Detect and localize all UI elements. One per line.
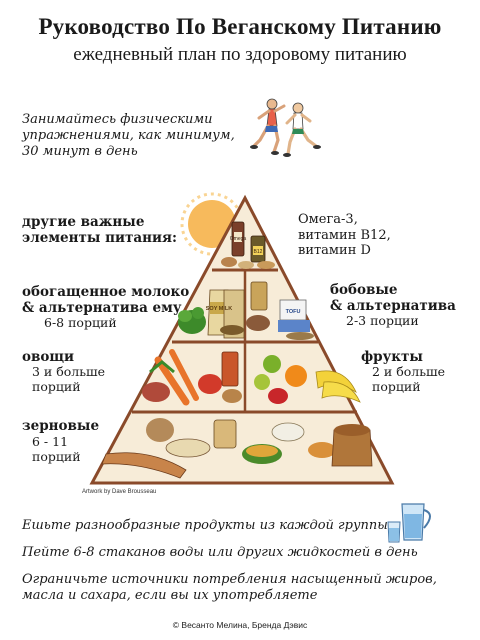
b12-bottle-label: B12 <box>254 249 263 255</box>
milk-portion: 6-8 порций <box>44 315 117 330</box>
page-subtitle: ежедневный план по здоровому питанию <box>73 44 407 65</box>
fruits-portion: 2 и больше порций <box>372 364 445 394</box>
other-nutrients-details: Омега-3, витамин B12, витамин D <box>298 212 391 259</box>
exercise-line: Занимайтесь физическими <box>22 112 213 127</box>
grains-portion: 6 - 11 порций <box>32 434 81 464</box>
tip-water: Пейте 6-8 стаканов воды или других жидко… <box>22 545 418 560</box>
food-pyramid: Omega B12 SOY MILK TOFU <box>82 192 395 495</box>
exercise-note: Занимайтесь физическими упражнениями, ка… <box>22 112 235 160</box>
soy-milk-label: SOY MILK <box>206 306 233 312</box>
legumes-illustration <box>246 281 314 340</box>
fruits-label: фрукты <box>361 349 423 365</box>
supplements-illustration <box>221 221 275 269</box>
fruits-illustration <box>254 355 361 404</box>
vegetables-illustration <box>142 349 242 406</box>
exercise-line: упражнениями, как минимум, <box>22 128 235 143</box>
runners-icon <box>250 98 321 157</box>
vegetables-label: овощи <box>22 349 75 365</box>
label-line: обогащенное молоко <box>22 284 190 300</box>
label-line: & альтернатива ему <box>22 300 182 316</box>
label-line: бобовые <box>330 282 398 298</box>
tip-variety: Ешьте разнообразные продукты из каждой г… <box>22 518 388 533</box>
copyright: © Весанто Мелина, Бренда Дэвис <box>172 620 308 630</box>
label-line: & альтернатива <box>330 298 456 314</box>
milk-label: обогащенное молоко & альтернатива ему <box>22 284 189 316</box>
exercise-line: 30 минут в день <box>22 144 138 159</box>
other-nutrients-label: другие важные элементы питания: <box>22 214 177 246</box>
legumes-label: бобовые & альтернатива <box>330 282 456 314</box>
grains-illustration <box>101 418 373 479</box>
detail-line: витамин B12, <box>298 227 391 243</box>
milk-illustration <box>178 289 245 339</box>
tip-limit-fats: Ограничьте источники потребления насыщен… <box>22 572 437 604</box>
label-line: элементы питания: <box>22 230 177 246</box>
omega-bottle-label: Omega <box>230 236 247 242</box>
portion-line: порций <box>32 449 81 464</box>
portion-line: порций <box>372 379 421 394</box>
portion-line: 3 и больше <box>32 364 106 379</box>
detail-line: витамин D <box>298 243 371 258</box>
tip-line: Ограничьте источники потребления насыщен… <box>22 572 437 587</box>
portion-line: 2 и больше <box>372 364 446 379</box>
portion-line: порций <box>32 379 81 394</box>
grains-label: зерновые <box>22 418 100 434</box>
tofu-label: TOFU <box>286 309 301 315</box>
portion-line: 6 - 11 <box>32 434 69 449</box>
label-line: другие важные <box>22 214 145 230</box>
artwork-credit: Artwork by Dave Brousseau <box>82 489 156 495</box>
detail-line: Омега-3, <box>298 212 358 227</box>
page-title: Руководство По Веганскому Питанию <box>38 14 442 39</box>
vegetables-portion: 3 и больше порций <box>32 364 105 394</box>
water-pitcher-icon <box>387 503 431 543</box>
tip-line: масла и сахара, если вы их употребляете <box>22 588 318 603</box>
legumes-portion: 2-3 порции <box>346 313 419 328</box>
